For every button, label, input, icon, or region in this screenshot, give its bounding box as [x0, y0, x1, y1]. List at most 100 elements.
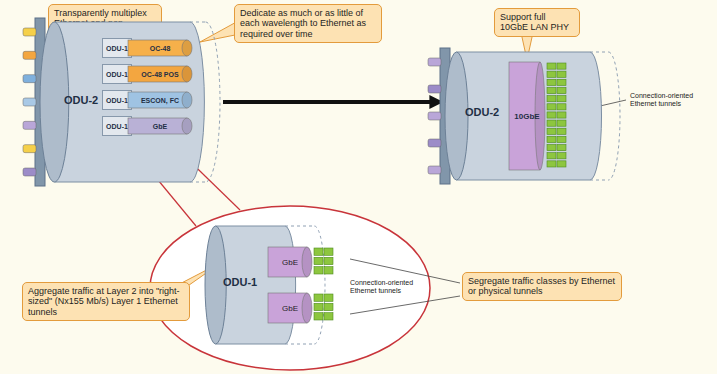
callout-text: Aggregate traffic at Layer 2 into "right…: [28, 286, 184, 317]
leader-line: [350, 296, 460, 314]
traffic-pipe: GbE: [128, 118, 192, 134]
ethernet-tunnel: [547, 161, 556, 167]
ethernet-tunnel: [324, 267, 333, 274]
ethernet-tunnel: [547, 112, 556, 118]
pipe-body: [128, 66, 187, 82]
ethernet-tunnel: [557, 63, 566, 69]
ethernet-tunnel: [557, 120, 566, 126]
input-stub: [23, 28, 36, 36]
node-label: OC-48: [150, 45, 171, 52]
ethernet-tunnel: [557, 128, 566, 134]
callout-box: Support full 10GbE LAN PHY: [494, 8, 580, 37]
ethernet-tunnel: [547, 71, 556, 77]
odu-cylinder: 10GbE ODU-2: [445, 52, 620, 180]
pipe-body: [128, 40, 187, 56]
input-stub: [23, 145, 36, 153]
node-label: ODU-1: [223, 276, 257, 288]
ethernet-tunnel: [557, 87, 566, 93]
ethernet-tunnel: [547, 104, 556, 110]
ethernet-tunnel: [314, 303, 323, 310]
flow-arrow: [223, 100, 442, 104]
odu-band: ODU-1: [102, 90, 132, 110]
pipe-body: [128, 118, 187, 134]
ethernet-tunnel: [557, 96, 566, 102]
input-stub: [23, 51, 36, 59]
traffic-pipe: OC-48 POS: [128, 66, 192, 82]
cylinder-body: [457, 52, 602, 180]
cylinder-face: [445, 52, 468, 180]
ethernet-tunnel: [314, 294, 323, 301]
ethernet-tunnel: [547, 63, 556, 69]
traffic-pipe: ESCON, FC: [128, 92, 192, 108]
ethernet-tunnel: [547, 120, 556, 126]
pipe-end: [182, 118, 192, 134]
ethernet-tunnel: [547, 79, 556, 85]
tunnel-label: Connection-oriented Ethernet tunnels: [350, 279, 422, 295]
node-label: ESCON, FC: [141, 97, 179, 104]
node-label: ODU-2: [465, 106, 499, 118]
ethernet-tunnel: [324, 313, 333, 320]
node-label: GbE: [282, 258, 298, 267]
ethernet-tunnel: [557, 112, 566, 118]
cylinder-body: [54, 22, 204, 182]
input-stub: [23, 98, 36, 106]
input-stub: [428, 85, 441, 93]
ethernet-tunnel: [547, 153, 556, 159]
node-label: ODU-1: [106, 71, 128, 78]
pipe-body: [268, 247, 307, 277]
pipe-body: [128, 92, 187, 108]
cylinder-extension: [190, 22, 220, 182]
cylinder-body: [216, 226, 296, 344]
callout-text: Dedicate as much or as little of each wa…: [240, 8, 376, 39]
callout-box: Dedicate as much or as little of each wa…: [234, 4, 382, 43]
odu-cylinder: ODU-1OC-48ODU-1OC-48 POSODU-1ESCON, FCOD…: [40, 22, 220, 182]
node-label: ODU-1: [106, 97, 128, 104]
ethernet-tunnel: [314, 267, 323, 274]
ethernet-tunnel: [324, 294, 333, 301]
ethernet-tunnel: [557, 136, 566, 142]
ethernet-tunnel: [557, 161, 566, 167]
node-label: GbE: [153, 123, 167, 130]
input-stub: [428, 112, 441, 120]
tunnel-label: Connection-oriented Ethernet tunnels: [630, 92, 710, 108]
odu-band: ODU-1: [102, 64, 132, 84]
ethernet-tunnel: [314, 257, 323, 264]
odu-cylinder: ODU-1: [205, 226, 325, 344]
ethernet-tunnel: [557, 153, 566, 159]
node-label: ODU-2: [64, 94, 98, 106]
traffic-pipe: GbE: [268, 293, 312, 323]
cylinder-extension: [285, 226, 325, 344]
ethernet-tunnel: [314, 248, 323, 255]
traffic-pipe: 10GbE: [509, 62, 545, 170]
input-stub: [23, 75, 36, 83]
ethernet-tunnel: [324, 257, 333, 264]
node-label: 10GbE: [514, 112, 539, 121]
odu-band: ODU-1: [102, 116, 132, 136]
ethernet-tunnel: [557, 104, 566, 110]
input-stub: [23, 121, 36, 129]
pipe-body: [509, 62, 540, 170]
ethernet-tunnel: [324, 248, 333, 255]
ethernet-tunnel: [547, 87, 556, 93]
pipe-end: [302, 293, 312, 323]
ethernet-tunnel: [557, 145, 566, 151]
ethernet-tunnel: [547, 136, 556, 142]
pipe-end: [182, 66, 192, 82]
ethernet-tunnel: [324, 303, 333, 310]
input-stub: [428, 166, 441, 174]
ethernet-tunnel: [547, 128, 556, 134]
pipe-end: [302, 247, 312, 277]
callout-text: Segregate traffic classes by Ethernet or…: [468, 276, 616, 297]
input-stub: [23, 168, 36, 176]
node-label: OC-48 POS: [141, 71, 178, 78]
pipe-end: [182, 40, 192, 56]
callout-box: Segregate traffic classes by Ethernet or…: [462, 272, 622, 301]
node-label: ODU-1: [106, 123, 128, 130]
inset-oval: [150, 206, 430, 370]
cylinder-extension: [590, 52, 620, 180]
node-label: GbE: [282, 304, 298, 313]
ethernet-tunnel: [547, 145, 556, 151]
ethernet-tunnel: [314, 313, 323, 320]
callout-text: Support full 10GbE LAN PHY: [500, 12, 574, 33]
pipe-body: [268, 293, 307, 323]
